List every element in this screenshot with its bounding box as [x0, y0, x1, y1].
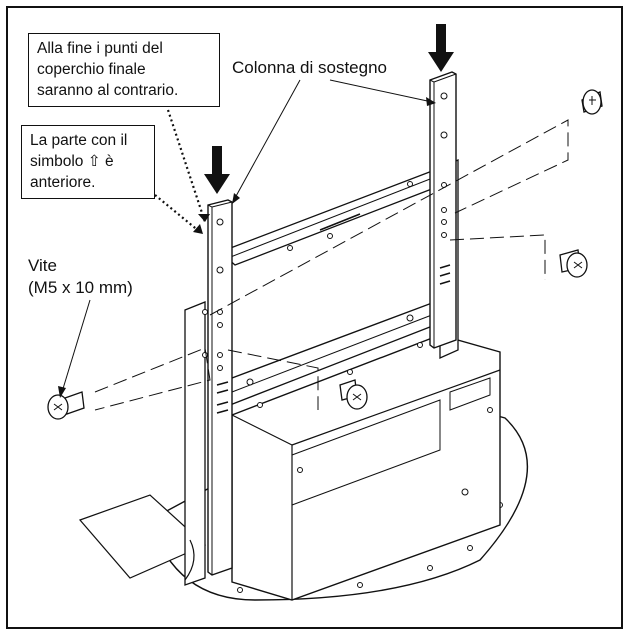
- callout-front-line-1: La parte con il: [30, 132, 128, 149]
- arrow-down-left-icon: [204, 146, 230, 194]
- leader-screw: [61, 299, 91, 393]
- leader-top-callout: [166, 109, 207, 223]
- callout-front-line-2: simbolo ⇧ è: [30, 153, 114, 170]
- callout-top-line-2: coperchio finale: [37, 61, 146, 78]
- left-frame-post: [184, 301, 206, 586]
- label-screw-line-1: Vite: [28, 256, 57, 275]
- screw-right: [559, 249, 588, 278]
- left-support-column: [207, 199, 233, 576]
- label-support-column: Colonna di sostegno: [232, 58, 388, 77]
- screw-left: [47, 391, 85, 420]
- label-screw-line-2: (M5 x 10 mm): [28, 278, 133, 297]
- screw-center: [339, 379, 368, 410]
- upper-crossbar: [218, 158, 456, 266]
- leader-front-callout: [154, 194, 201, 233]
- label-screw: Vite (M5 x 10 mm): [28, 255, 133, 299]
- leader-column: [234, 79, 433, 199]
- callout-top-line-3: saranno al contrario.: [37, 82, 179, 99]
- callout-top-line-1: Alla fine i punti del: [37, 40, 163, 57]
- callout-end-cap-note: Alla fine i punti del coperchio finale s…: [28, 33, 220, 107]
- screw-top-right: [581, 89, 603, 115]
- callout-front-line-3: anteriore.: [30, 174, 96, 191]
- callout-front-symbol-note: La parte con il simbolo ⇧ è anteriore.: [21, 125, 155, 199]
- arrow-down-right-icon: [428, 24, 454, 72]
